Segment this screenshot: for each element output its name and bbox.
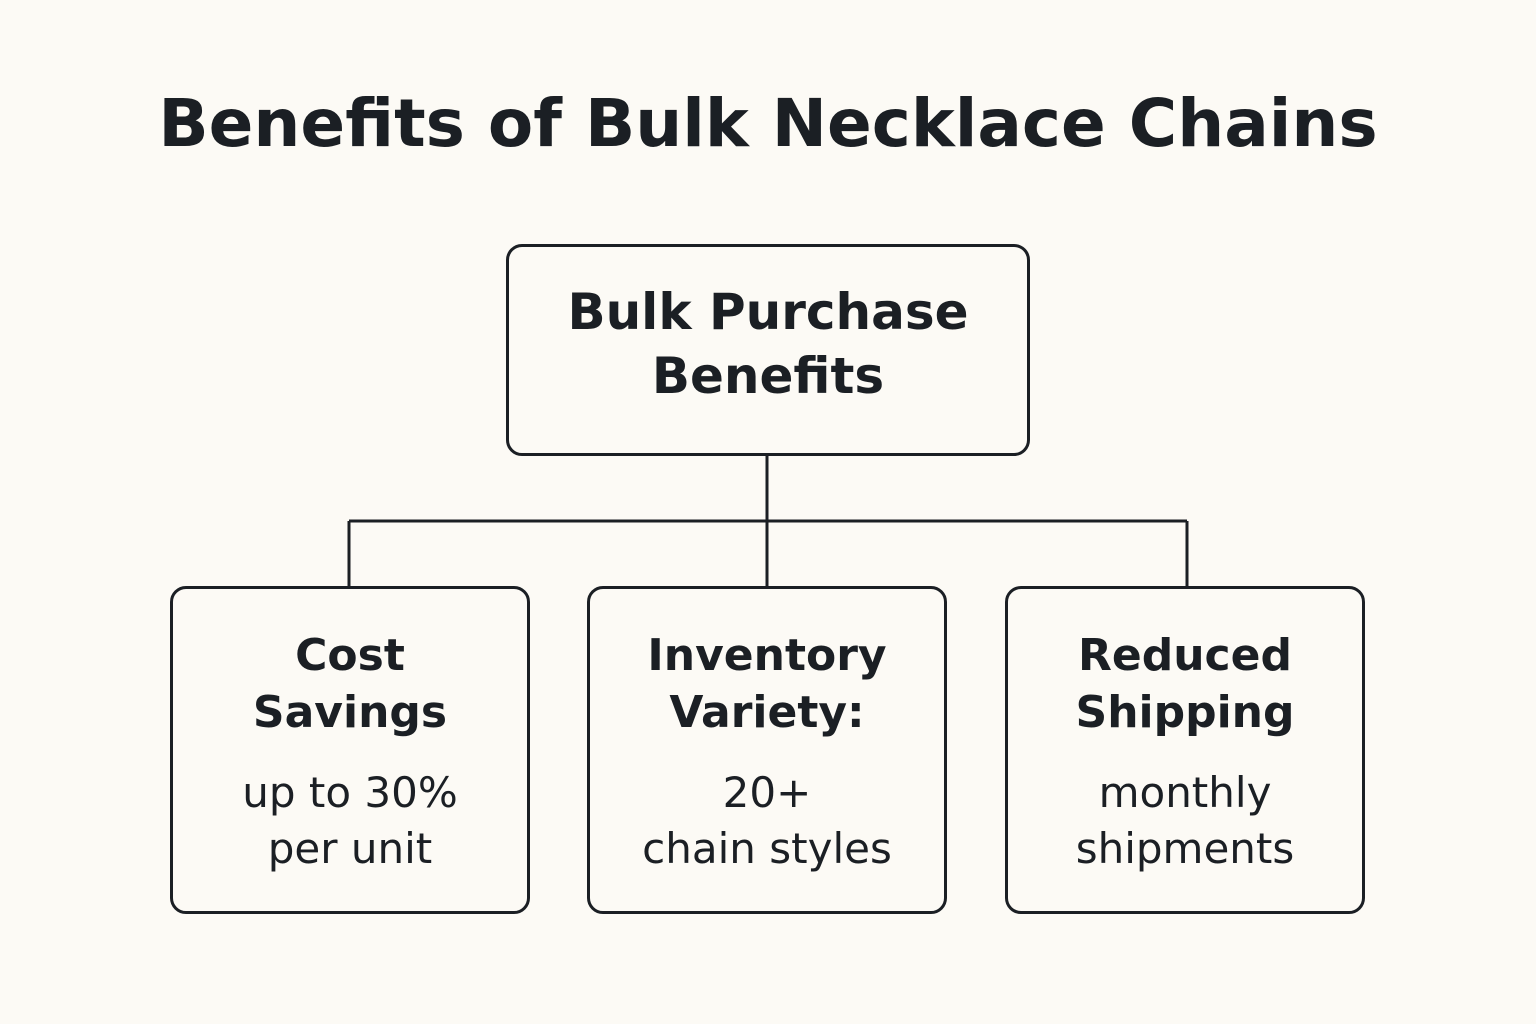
benefit-node-reduced-shipping: Reduced Shipping monthly shipments [1005, 586, 1365, 914]
root-label-line: Bulk Purchase [567, 283, 969, 341]
benefit-detail: 20+ chain styles [590, 765, 944, 877]
root-node-bulk-purchase-benefits: Bulk Purchase Benefits [506, 244, 1030, 456]
benefit-detail: up to 30% per unit [173, 765, 527, 877]
benefit-node-cost-savings: Cost Savings up to 30% per unit [170, 586, 530, 914]
benefit-detail: monthly shipments [1008, 765, 1362, 877]
benefit-heading-line: Cost [295, 630, 405, 681]
root-node-label: Bulk Purchase Benefits [558, 280, 978, 408]
benefit-detail-line: monthly [1098, 768, 1272, 817]
benefit-heading-line: Reduced [1078, 630, 1292, 681]
benefit-heading-line: Inventory [647, 630, 887, 681]
benefit-detail-line: up to 30% [242, 768, 458, 817]
benefit-heading-line: Variety: [669, 687, 865, 738]
benefit-node-inventory-variety: Inventory Variety: 20+ chain styles [587, 586, 947, 914]
benefit-detail-line: chain styles [642, 824, 892, 873]
benefit-heading: Cost Savings [173, 627, 527, 741]
benefit-detail-line: per unit [267, 824, 433, 873]
benefit-heading: Reduced Shipping [1008, 627, 1362, 741]
benefit-heading: Inventory Variety: [590, 627, 944, 741]
root-label-line: Benefits [651, 347, 885, 405]
benefit-detail-line: shipments [1075, 824, 1295, 873]
benefit-detail-line: 20+ [722, 768, 812, 817]
diagram-title: Benefits of Bulk Necklace Chains [158, 85, 1378, 162]
benefit-heading-line: Shipping [1075, 687, 1295, 738]
benefit-heading-line: Savings [252, 687, 448, 738]
